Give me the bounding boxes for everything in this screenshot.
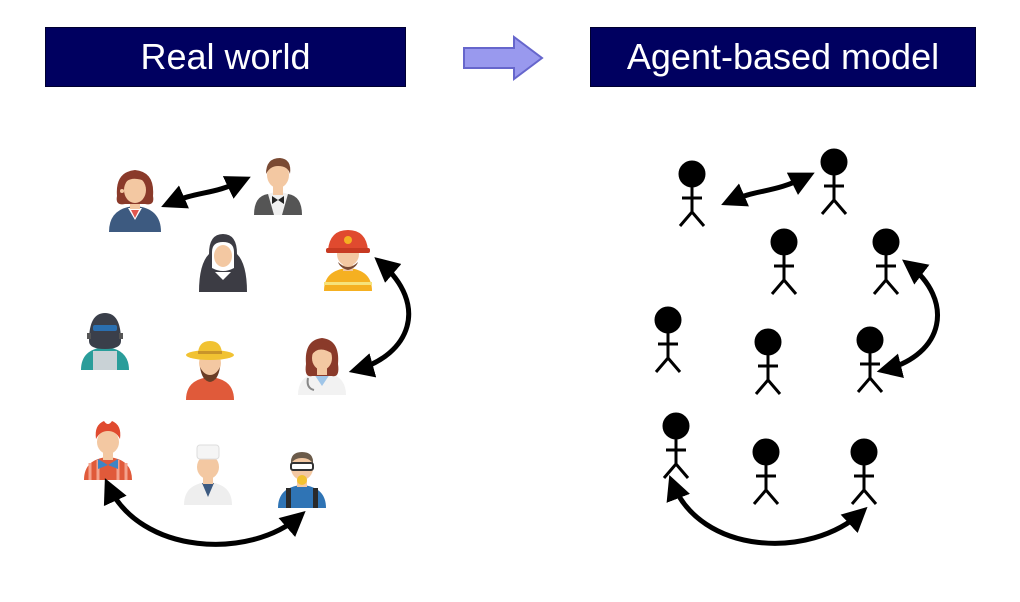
flight-attendant-icon	[109, 170, 161, 232]
agent-8	[662, 412, 690, 479]
agent-1	[678, 160, 706, 227]
interaction-arrow-2	[348, 257, 412, 378]
welder-icon	[81, 313, 129, 370]
agent-based-model-title: Agent-based model	[590, 27, 976, 87]
transition-arrow	[463, 35, 544, 81]
interaction-arrow-3	[103, 478, 306, 547]
agent-2	[820, 148, 848, 215]
agent-10	[850, 438, 878, 505]
farmer-icon	[186, 341, 234, 400]
diver-icon	[278, 452, 326, 508]
chef-icon	[184, 444, 232, 505]
doctor-icon	[298, 338, 346, 395]
agent-6	[754, 328, 782, 395]
model-arrow-2	[876, 259, 940, 378]
model-arrow-1	[721, 172, 815, 207]
firefighter-icon	[324, 230, 372, 291]
nun-icon	[199, 234, 247, 292]
agent-4	[872, 228, 900, 295]
interaction-arrow-1	[161, 176, 251, 209]
agent-9	[752, 438, 780, 505]
agent-3	[770, 228, 798, 295]
agent-5	[654, 306, 682, 373]
agent-stick-figures	[654, 148, 900, 505]
model-arrow-3	[666, 475, 868, 546]
clown-icon	[84, 421, 132, 480]
real-world-title: Real world	[45, 27, 406, 87]
waiter-icon	[254, 158, 302, 215]
agent-7	[856, 326, 884, 393]
